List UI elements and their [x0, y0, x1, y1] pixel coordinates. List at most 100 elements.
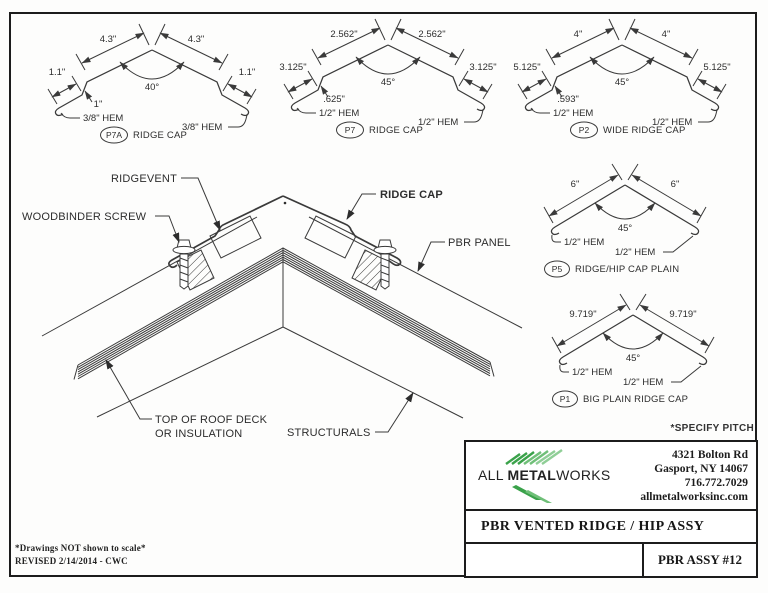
p7a-id: P7A [106, 130, 122, 140]
p2-dimension-lines [517, 18, 727, 123]
p7a-hem-left: 3/8" HEM [83, 113, 123, 124]
company-address: 4321 Bolton Rd Gasport, NY 14067 716.772… [640, 448, 756, 504]
p7a-side-dim-right: 1.1" [239, 67, 256, 78]
p7-dimension-lines [283, 18, 493, 123]
p5-top-dim-left: 6" [571, 179, 580, 190]
profile-p5-drawing: 6" 6" 45° 1/2" HEM 1/2" HEM P5 RIDGE/HIP… [543, 163, 707, 278]
p7-id: P7 [345, 125, 356, 135]
note-scale: *Drawings NOT shown to scale* [15, 543, 146, 553]
company-logo: ALL METALWORKS [466, 448, 616, 504]
p7-leg-dim: .625" [323, 94, 345, 105]
profile-p2-drawing: 4" 4" 5.125" 5.125" 45° .593" 1/2" HEM 1… [513, 18, 731, 139]
p2-top-dim-left: 4" [574, 29, 583, 40]
p2-cap-profile [524, 44, 720, 112]
ridge-cap-label: RIDGE CAP [380, 189, 443, 201]
ridgevent-label: RIDGEVENT [111, 173, 177, 185]
p7a-leg-dim: 1" [94, 99, 103, 110]
company-website: allmetalworksinc.com [640, 490, 748, 503]
p1-top-dim-right: 9.719" [669, 309, 696, 320]
p5-angle: 45° [618, 223, 633, 234]
p1-top-dim-left: 9.719" [569, 309, 596, 320]
p7-side-dim-left: 3.125" [279, 62, 306, 73]
p7a-id-bubble [100, 126, 128, 144]
ridge-vent-blocks [209, 215, 357, 259]
p7-hem-left: 1/2" HEM [319, 108, 359, 119]
p5-id: P5 [552, 264, 563, 274]
address-line1: 4321 Bolton Rd [671, 448, 748, 461]
p7-name: RIDGE CAP [369, 125, 423, 136]
profile-p7-drawing: 2.562" 2.562" 3.125" 3.125" 45° .625" 1/… [279, 18, 497, 139]
title-block-bottom-row: PBR ASSY #12 [466, 544, 756, 576]
p1-name: BIG PLAIN RIDGE CAP [583, 394, 688, 405]
p7-id-bubble [336, 121, 364, 139]
p5-hem-left: 1/2" HEM [564, 237, 604, 248]
p7-top-dim-left: 2.562" [330, 29, 357, 40]
leader-lines [105, 177, 445, 433]
p1-cap-profile [558, 314, 708, 366]
p7-top-dim-right: 2.562" [418, 29, 445, 40]
logo-fan-stripes [505, 448, 563, 465]
woodbinder-screw-right [373, 239, 397, 290]
p5-dimension-lines [543, 163, 707, 253]
woodbinder-screw-label: WOODBINDER SCREW [22, 211, 147, 223]
p5-id-bubble [544, 260, 570, 278]
drawing-title: PBR VENTED RIDGE / HIP ASSY [466, 511, 756, 544]
p7a-dimension-lines [47, 23, 257, 128]
logo-swoosh [512, 484, 552, 503]
p2-leg-dim: .593" [557, 94, 579, 105]
specify-pitch-note: *SPECIFY PITCH [670, 423, 754, 434]
p1-hem-right: 1/2" HEM [623, 377, 663, 388]
p5-cap-profile [550, 184, 700, 236]
p7-cap-profile [290, 44, 486, 112]
structurals-label: STRUCTURALS [287, 427, 371, 439]
p2-hem-right: 1/2" HEM [652, 117, 692, 128]
structurals-lines [96, 262, 464, 419]
p7a-side-dim-left: 1.1" [49, 67, 66, 78]
note-revised: REVISED 2/14/2014 - CWC [15, 556, 128, 566]
p2-name: WIDE RIDGE CAP [603, 125, 686, 136]
p1-angle: 45° [626, 353, 641, 364]
title-block: ALL METALWORKS 4321 Bolton Rd Gasport, N… [464, 440, 758, 578]
profile-p1-drawing: 9.719" 9.719" 45° 1/2" HEM 1/2" HEM P1 B… [551, 293, 715, 408]
p1-id-bubble [552, 390, 578, 408]
profile-p7a-drawing: 4.3" 4.3" 1.1" 1.1" 40° 1" 3/8" HEM 3/8"… [47, 23, 257, 144]
p7a-top-dim-right: 4.3" [188, 34, 205, 45]
title-block-empty-cell [466, 544, 642, 576]
title-block-company-row: ALL METALWORKS 4321 Bolton Rd Gasport, N… [466, 442, 756, 511]
sheet-notes: *Drawings NOT shown to scale* REVISED 2/… [15, 542, 146, 568]
p2-id-bubble [570, 121, 598, 139]
p2-id: P2 [579, 125, 590, 135]
p2-side-dim-right: 5.125" [703, 62, 730, 73]
p7a-cap-profile [54, 49, 250, 117]
p1-hem-left: 1/2" HEM [572, 367, 612, 378]
p2-top-dim-right: 4" [662, 29, 671, 40]
sheet-border [9, 12, 757, 577]
company-phone: 716.772.7029 [684, 476, 748, 489]
p2-angle: 45° [615, 77, 630, 88]
p5-name: RIDGE/HIP CAP PLAIN [575, 264, 679, 275]
woodbinder-screw-left [172, 239, 196, 290]
roof-deck-label-line2: OR INSULATION [155, 428, 242, 440]
roof-deck-label-line1: TOP OF ROOF DECK [155, 414, 268, 426]
p5-top-dim-right: 6" [671, 179, 680, 190]
p7a-top-dim-left: 4.3" [100, 34, 117, 45]
p1-id: P1 [560, 394, 571, 404]
pbr-panel-label: PBR PANEL [448, 237, 511, 249]
p7a-hem-right: 3/8" HEM [182, 122, 222, 133]
p5-hem-right: 1/2" HEM [615, 247, 655, 258]
p7-angle: 45° [381, 77, 396, 88]
p7-side-dim-right: 3.125" [469, 62, 496, 73]
company-name: ALL METALWORKS [478, 467, 611, 483]
roof-deck-band [73, 247, 495, 380]
p7a-angle: 40° [145, 82, 160, 93]
p1-dimension-lines [551, 293, 715, 383]
sheet-number: PBR ASSY #12 [642, 544, 756, 576]
ridge-assembly-detail: RIDGEVENT WOODBINDER SCREW RIDGE CAP PBR… [22, 173, 523, 440]
p2-hem-left: 1/2" HEM [553, 108, 593, 119]
ridge-cap-outline [168, 195, 402, 269]
pbr-panel-lines [41, 216, 523, 337]
p7-hem-right: 1/2" HEM [418, 117, 458, 128]
p2-side-dim-left: 5.125" [513, 62, 540, 73]
address-line2: Gasport, NY 14067 [654, 462, 748, 475]
